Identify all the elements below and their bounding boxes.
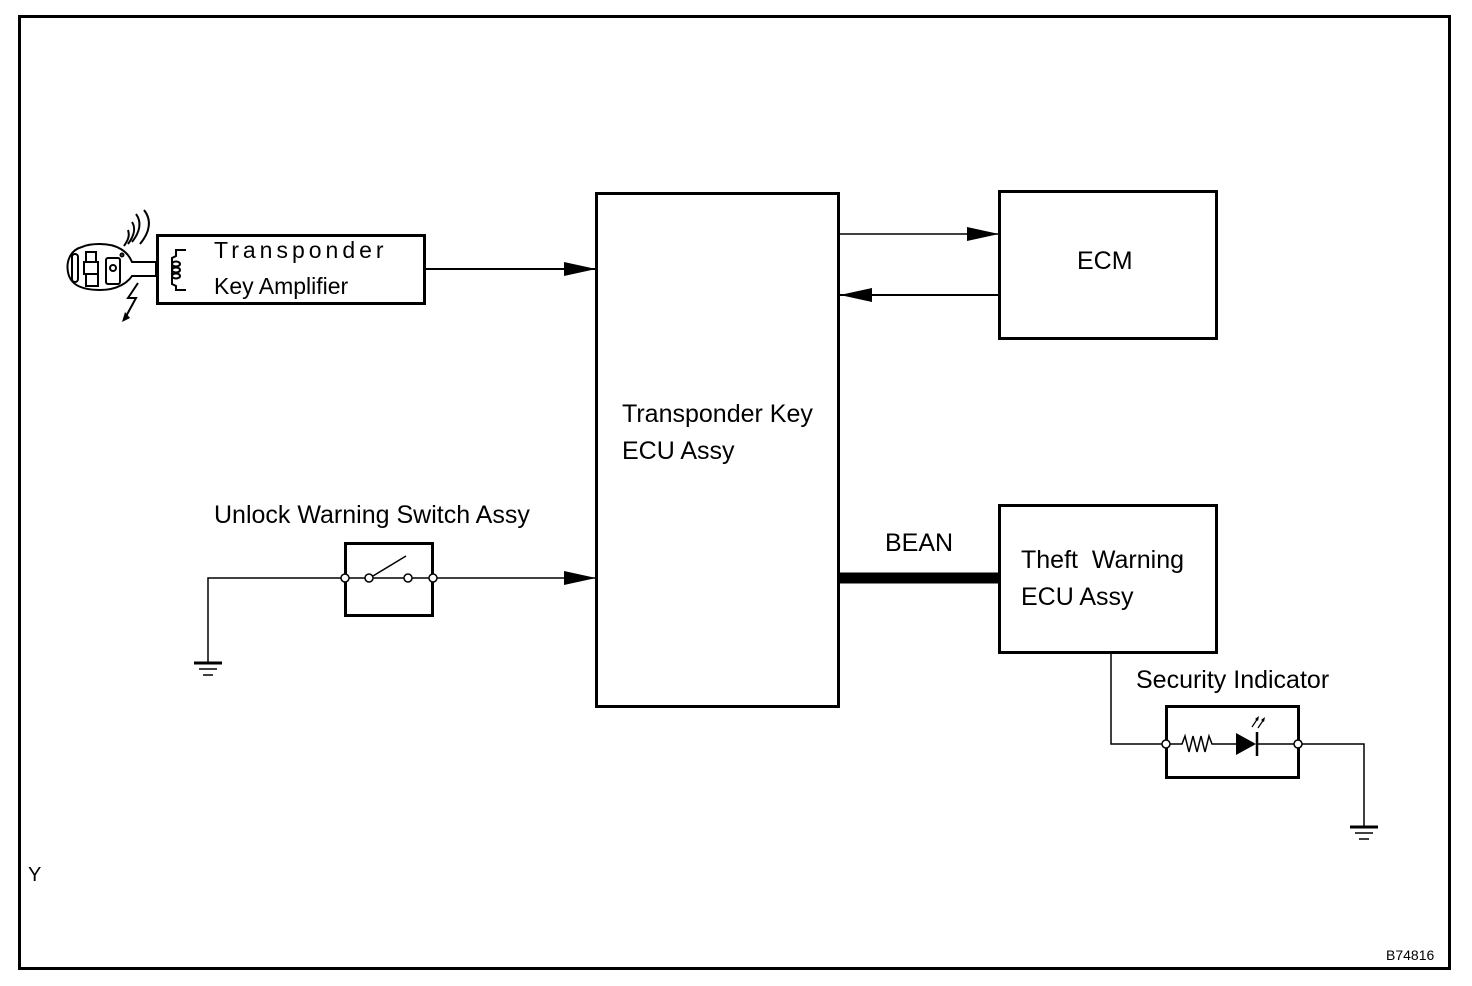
- ecm-box: [998, 190, 1218, 340]
- indicator-terminal-right: [1293, 739, 1303, 749]
- transponder-ecu-box: [595, 192, 840, 708]
- transponder-amplifier-box: [156, 234, 426, 305]
- coil-antenna-icon: [171, 249, 186, 291]
- transponder-ecu-label-line1: Transponder Key: [622, 400, 813, 428]
- theft-ecu-to-indicator-wire: [1110, 653, 1166, 745]
- theft-warning-ecu-label-line1: Theft Warning: [1021, 546, 1185, 574]
- theft-warning-ecu-box: [998, 504, 1218, 654]
- transponder-amplifier-label-line1: Transponder: [214, 237, 388, 263]
- indicator-terminal-left: [1161, 739, 1171, 749]
- indicator-ground-wire: [1302, 743, 1365, 826]
- wireless-signal-icon: [123, 282, 139, 321]
- led-icon: [1236, 716, 1298, 756]
- figure-id: B74816: [1386, 947, 1435, 963]
- unlock-switch-label: Unlock Warning Switch Assy: [214, 501, 530, 529]
- switch-ground-wire: [207, 577, 345, 662]
- diagram-frame: [18, 15, 1451, 970]
- transponder-ecu-label-line2: ECU Assy: [622, 437, 735, 465]
- theft-warning-ecu-label-line2: ECU Assy: [1021, 583, 1134, 611]
- corner-mark: Y: [28, 864, 42, 886]
- security-indicator-label: Security Indicator: [1136, 666, 1330, 694]
- key-fob-icon: [66, 209, 157, 292]
- bean-bus-label: BEAN: [885, 529, 954, 557]
- resistor-icon: [1166, 733, 1236, 753]
- wireless-arrow-tip: [122, 312, 130, 322]
- ecm-label: ECM: [1077, 247, 1133, 275]
- unlock-switch-box: [344, 542, 434, 617]
- ground-icon: [194, 661, 222, 676]
- ground-icon: [1350, 825, 1378, 840]
- switch-icon: [340, 555, 438, 583]
- transponder-amplifier-label-line2: Key Amplifier: [214, 273, 349, 299]
